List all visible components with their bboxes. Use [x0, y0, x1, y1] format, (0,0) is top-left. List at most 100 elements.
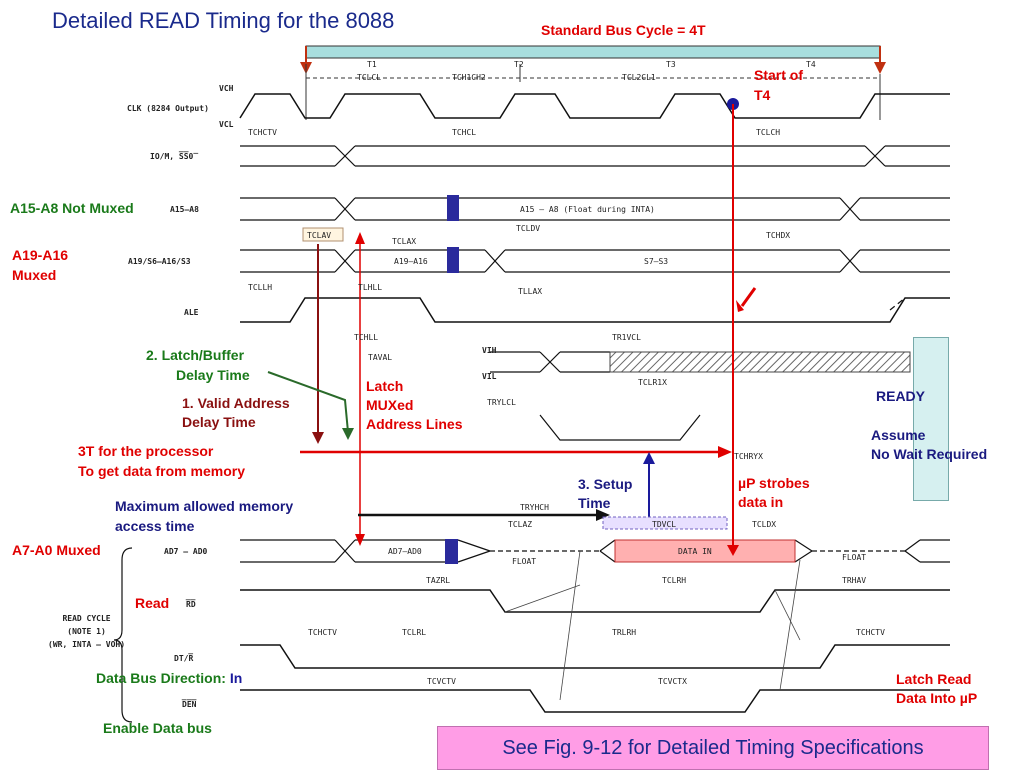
rd-waveform	[240, 589, 950, 613]
data-in-box	[614, 539, 796, 563]
a7-a0-annotation: A7-A0 Muxed	[12, 542, 101, 558]
dtr-waveform	[240, 644, 950, 669]
tr1vcl-label: TR1VCL	[612, 333, 641, 342]
tclav-label: TCLAV	[307, 231, 332, 240]
a15-float-label: A15 – A8 (Float during INTA)	[520, 205, 655, 214]
data-in-label: DATA IN	[678, 547, 712, 556]
tclav-box	[302, 227, 344, 242]
a19-marker	[447, 247, 459, 273]
data-bus-direction-annotation: Data Bus Direction: In	[96, 670, 243, 686]
tclch-label: TCLCH	[756, 128, 781, 137]
read-cycle-label: READ CYCLE(NOTE 1)(WR, INTA – VOH)	[48, 614, 126, 649]
iom-label: IO/M, S̅S̅0̅	[150, 152, 194, 161]
a15-a8-signal-label: A15–A8	[170, 205, 199, 214]
tryhch-label: TRYHCH	[520, 503, 549, 512]
ale-label: ALE	[184, 308, 199, 317]
tclrh-label: TCLRH	[662, 576, 687, 585]
ale-waveform	[240, 297, 950, 323]
t4-label: T4	[806, 60, 816, 69]
float2-label: FLOAT	[842, 553, 867, 562]
s7-s3-label: S7–S3	[644, 257, 669, 266]
dtr-label: DT/R̅	[174, 654, 194, 663]
tazrl-label: TAZRL	[426, 576, 451, 585]
trlrh-label: TRLRH	[612, 628, 637, 637]
tchdx-label: TCHDX	[766, 231, 791, 240]
ready-annotation: READY	[876, 388, 926, 404]
tcl2cl1-label: TCL2CL1	[622, 73, 656, 82]
a15-a8-marker	[447, 195, 459, 221]
tchctv-label: TCHCTV	[248, 128, 277, 137]
ad-waveform	[240, 539, 950, 563]
footer-note: See Fig. 9-12 for Detailed Timing Specif…	[437, 726, 989, 770]
tch1ch2-label: TCH1CH2	[452, 73, 486, 82]
vcl-label: VCL	[219, 120, 234, 129]
tclrl-label: TCLRL	[402, 628, 427, 637]
iom-waveform	[240, 145, 950, 167]
tchctv3-label: TCHCTV	[856, 628, 885, 637]
enable-data-bus-annotation: Enable Data bus	[103, 720, 212, 736]
tchll-label: TCHLL	[354, 333, 379, 342]
t1-label: T1	[367, 60, 377, 69]
vih-label: VIH	[482, 346, 497, 355]
tcllh-label: TCLLH	[248, 283, 273, 292]
tcldv-label: TCLDV	[516, 224, 541, 233]
trhav-label: TRHAV	[842, 576, 867, 585]
bus-cycle-right-arrow	[874, 62, 886, 74]
float-label: FLOAT	[512, 557, 537, 566]
tllax-label: TLLAX	[518, 287, 543, 296]
tchctv2-label: TCHCTV	[308, 628, 337, 637]
ad7-ad0-label: AD7–AD0	[388, 547, 422, 556]
den-waveform	[240, 689, 950, 713]
a19-a16-label: A19–A16	[394, 257, 428, 266]
tclax-label: TCLAX	[392, 237, 417, 246]
vch-label: VCH	[219, 84, 234, 93]
tcvctx-label: TCVCTX	[658, 677, 687, 686]
tdvcl-box	[602, 516, 728, 530]
page-title: Detailed READ Timing for the 8088	[52, 8, 395, 33]
ad-signal-label: AD7 – AD0	[164, 547, 208, 556]
clk-label: CLK (8284 Output)	[127, 104, 209, 113]
a15-a8-annotation: A15-A8 Not Muxed	[10, 200, 134, 216]
trylcl-label: TRYLCL	[487, 398, 516, 407]
read-cycle-brace	[113, 547, 133, 723]
a19-waveform	[240, 249, 950, 273]
tdvcl-label: TDVCL	[652, 520, 677, 529]
read-annotation: Read	[135, 595, 170, 611]
latch-buffer-arrow	[267, 371, 349, 433]
tcvctv-label: TCVCTV	[427, 677, 456, 686]
rd-label: R̅D̅	[186, 600, 196, 609]
a19-signal-label: A19/S6–A16/S3	[128, 257, 191, 266]
tcldx-label: TCLDX	[752, 520, 777, 529]
standard-bus-cycle-label: Standard Bus Cycle = 4T	[541, 22, 706, 38]
t3-label: T3	[666, 60, 676, 69]
tclaz-label: TCLAZ	[508, 520, 533, 529]
a15-a8-waveform	[240, 197, 950, 221]
tchcl-label: TCHCL	[452, 128, 477, 137]
bus-cycle-bar	[305, 45, 881, 59]
vil-label: VIL	[482, 372, 497, 381]
den-label: D̅E̅N̅	[182, 700, 197, 709]
ready-waveform	[490, 351, 701, 441]
clk-waveform	[239, 93, 950, 119]
taval-label: TAVAL	[368, 353, 393, 362]
t2-label: T2	[514, 60, 524, 69]
tchryx-label: TCHRYX	[734, 452, 763, 461]
tclr1x-label: TCLR1X	[638, 378, 667, 387]
ready-hatch	[609, 351, 911, 373]
tclcl-label: TCLCL	[357, 73, 382, 82]
tlhll-label: TLHLL	[358, 283, 383, 292]
ad-marker	[445, 539, 458, 564]
ready-box	[913, 337, 949, 501]
